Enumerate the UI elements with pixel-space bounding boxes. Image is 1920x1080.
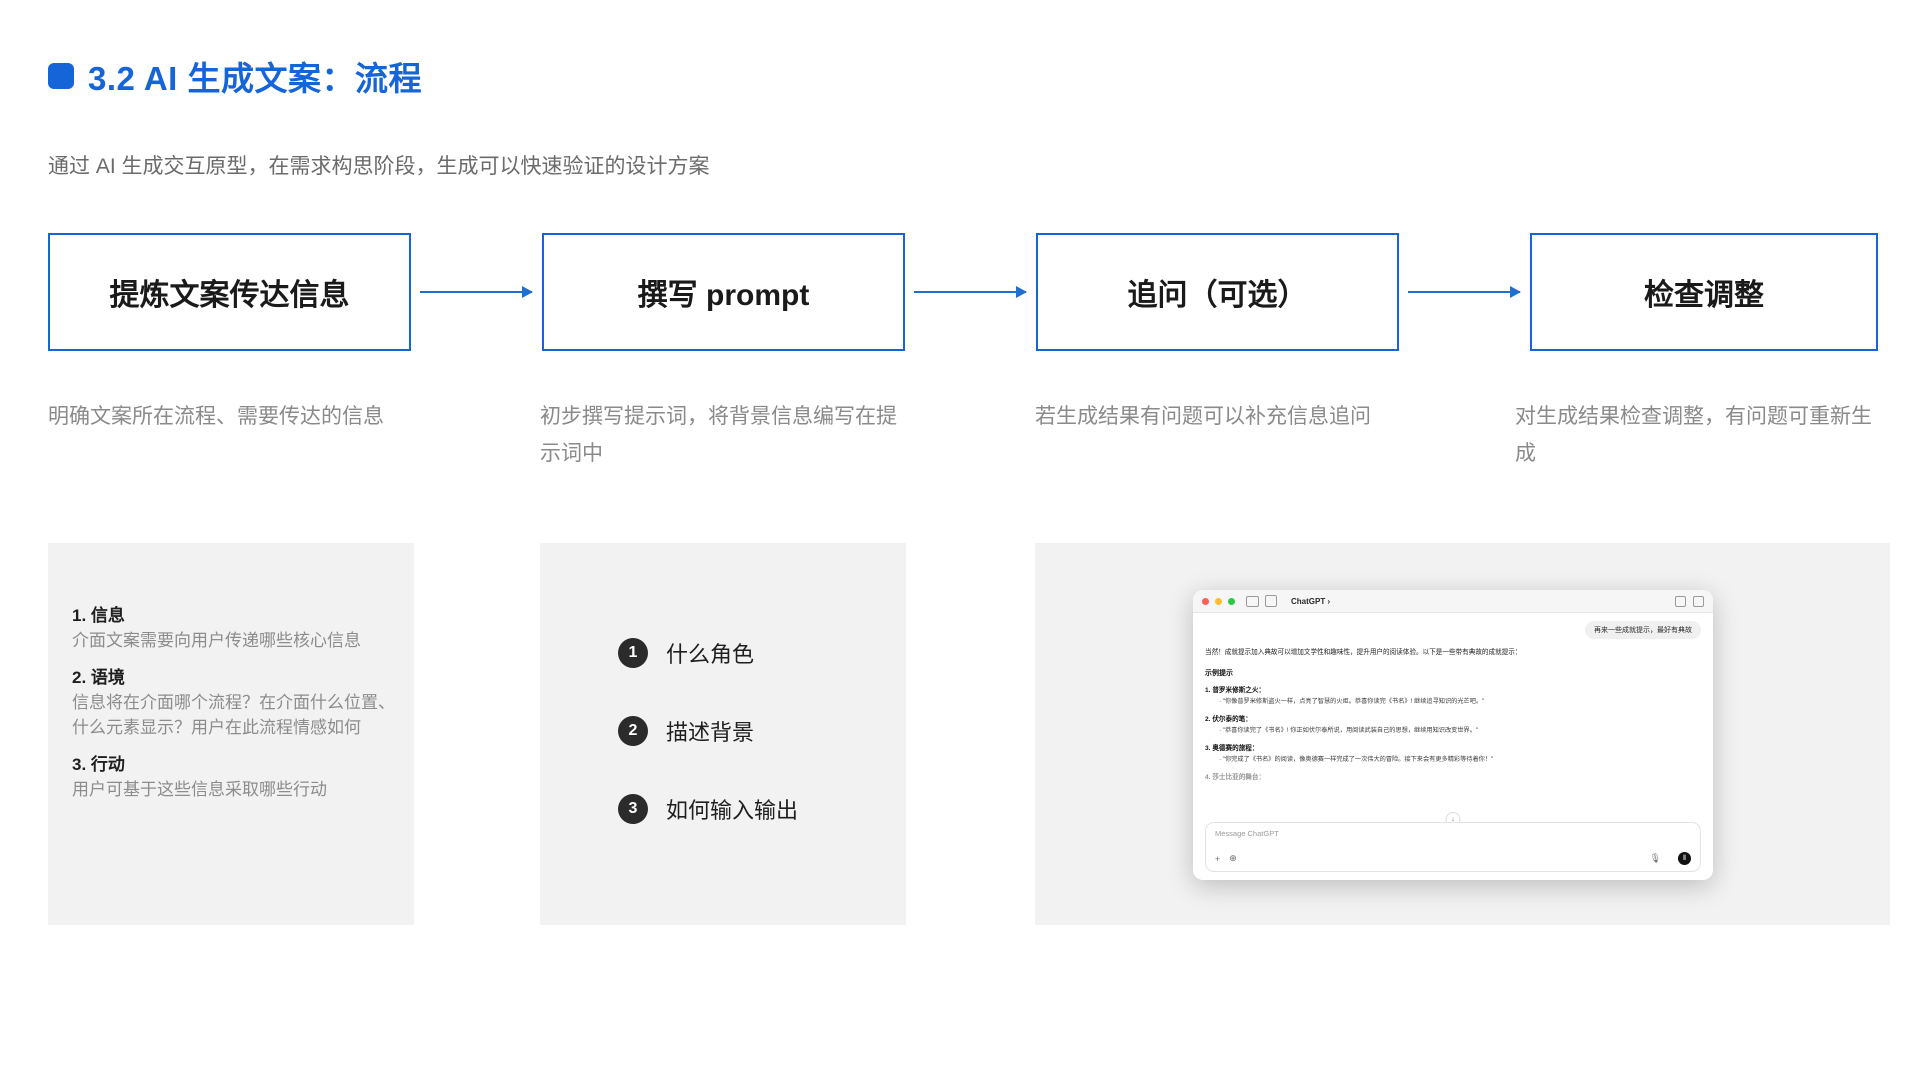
sidebar-icon[interactable]	[1246, 595, 1259, 607]
list-item-label: 如何输入输出	[666, 798, 799, 823]
flow-box-2[interactable]: 撰写 prompt	[542, 233, 905, 351]
flow-desc-2: 初步撰写提示词，将背景信息编写在提示词中	[540, 405, 897, 465]
minimize-icon[interactable]	[1215, 597, 1222, 605]
chat-titlebar: ChatGPT ›	[1193, 590, 1713, 613]
assistant-item-partial: 4. 莎士比亚的舞台：	[1205, 774, 1266, 781]
panel-information-checklist: 1. 信息 介面文案需要向用户传递哪些核心信息 2. 语境 信息将在介面哪个流程…	[48, 543, 414, 925]
numbered-list: 1 什么角色 2 描述背景 3 如何输入输出	[618, 637, 798, 871]
checklist-def: 信息将在介面哪个流程？在介面什么位置、什么元素显示？用户在此流程情感如何	[72, 693, 395, 737]
checklist-term: 1. 信息	[72, 606, 125, 625]
list-item-label: 描述背景	[666, 720, 755, 745]
page-header: 3.2 AI 生成文案：流程	[48, 52, 422, 100]
page-title: 3.2 AI 生成文案：流程	[88, 60, 422, 97]
flow-step-3[interactable]: 追问（可选）	[1036, 233, 1399, 351]
flow-diagram: 提炼文案传达信息 撰写 prompt 追问（可选） 检查调整	[48, 233, 1878, 351]
mic-icon[interactable]: 🎙	[1649, 853, 1661, 863]
chat-conversation: 再来一些成就提示，最好有典故 当然！成就提示加入典故可以增加文学性和趣味性，提升…	[1193, 613, 1713, 831]
flow-box-3[interactable]: 追问（可选）	[1036, 233, 1399, 351]
flow-box-1[interactable]: 提炼文案传达信息	[48, 233, 411, 351]
zoom-icon[interactable]	[1228, 597, 1235, 605]
flow-desc-1: 明确文案所在流程、需要传达的信息	[48, 405, 384, 428]
assistant-item-quote: · "你像普罗米修斯盗火一样，点亮了智慧的火炬。恭喜你读完《书名》! 继续追寻知…	[1219, 698, 1485, 705]
user-message-bubble: 再来一些成就提示，最好有典故	[1585, 621, 1701, 639]
assistant-item-quote: · "恭喜你读完了《书名》! 你正如伏尔泰所说，用阅读武装自己的思想，继续用知识…	[1219, 727, 1479, 734]
checklist-term: 3. 行动	[72, 755, 125, 774]
list-item: 1 什么角色	[618, 637, 798, 669]
assistant-item-title: 2. 伏尔泰的笔：	[1205, 716, 1252, 723]
checklist-term: 2. 语境	[72, 668, 125, 687]
assistant-item-title: 1. 普罗米修斯之火：	[1205, 687, 1266, 694]
checklist-def: 用户可基于这些信息采取哪些行动	[72, 780, 327, 799]
compose-icon[interactable]	[1265, 595, 1277, 607]
flow-box-4[interactable]: 检查调整	[1530, 233, 1878, 351]
flow-arrow-3	[1408, 286, 1521, 298]
list-item: 2 描述背景	[618, 715, 798, 747]
list-item-label: 什么角色	[666, 642, 755, 667]
panel-prompt-structure: 1 什么角色 2 描述背景 3 如何输入输出	[540, 543, 906, 925]
flow-box-label: 追问（可选）	[1127, 279, 1308, 312]
attach-plus-icon[interactable]: +	[1215, 853, 1221, 864]
flow-box-label: 提炼文案传达信息	[109, 279, 350, 312]
flow-box-label: 撰写 prompt	[637, 279, 810, 312]
number-badge: 2	[618, 716, 648, 746]
flow-desc-3: 若生成结果有问题可以补充信息追问	[1035, 405, 1371, 428]
flow-arrow-2	[914, 286, 1027, 298]
page-subtitle: 通过 AI 生成交互原型，在需求构思阶段，生成可以快速验证的设计方案	[48, 155, 710, 178]
number-badge: 1	[618, 638, 648, 668]
chat-composer[interactable]: Message ChatGPT + ⊕ 🎙 ⦀	[1205, 822, 1701, 872]
assistant-heading: 示例提示	[1205, 670, 1233, 677]
number-badge: 3	[618, 794, 648, 824]
assistant-item-quote: · "你完成了《书名》的阅读，像奥德赛一样完成了一次伟大的冒险。接下来会有更多精…	[1219, 756, 1494, 763]
checklist: 1. 信息 介面文案需要向用户传递哪些核心信息 2. 语境 信息将在介面哪个流程…	[72, 601, 402, 812]
close-icon[interactable]	[1202, 597, 1209, 605]
globe-icon[interactable]: ⊕	[1229, 853, 1237, 863]
flow-box-label: 检查调整	[1644, 279, 1764, 312]
flow-step-1[interactable]: 提炼文案传达信息	[48, 233, 411, 351]
list-item: 3 如何输入输出	[618, 793, 798, 825]
title-marker-icon	[48, 63, 74, 89]
message-input[interactable]: Message ChatGPT	[1215, 829, 1279, 838]
chat-app-name: ChatGPT ›	[1291, 596, 1331, 606]
share-icon[interactable]	[1675, 595, 1686, 607]
assistant-intro: 当然！成就提示加入典故可以增加文学性和趣味性，提升用户的阅读体验。以下是一些带有…	[1205, 649, 1522, 656]
checklist-def: 介面文案需要向用户传递哪些核心信息	[72, 631, 361, 650]
flow-desc-4: 对生成结果检查调整，有问题可重新生成	[1515, 405, 1872, 465]
flow-step-4[interactable]: 检查调整	[1530, 233, 1878, 351]
new-window-icon[interactable]	[1693, 595, 1704, 607]
voice-mode-icon[interactable]: ⦀	[1678, 852, 1691, 865]
chatgpt-window[interactable]: ChatGPT › 再来一些成就提示，最好有典故 当然！成就提示加入典故可以增加…	[1193, 590, 1713, 880]
flow-step-2[interactable]: 撰写 prompt	[542, 233, 905, 351]
flow-arrow-1	[420, 286, 533, 298]
assistant-item-title: 3. 奥德赛的旅程：	[1205, 745, 1259, 752]
